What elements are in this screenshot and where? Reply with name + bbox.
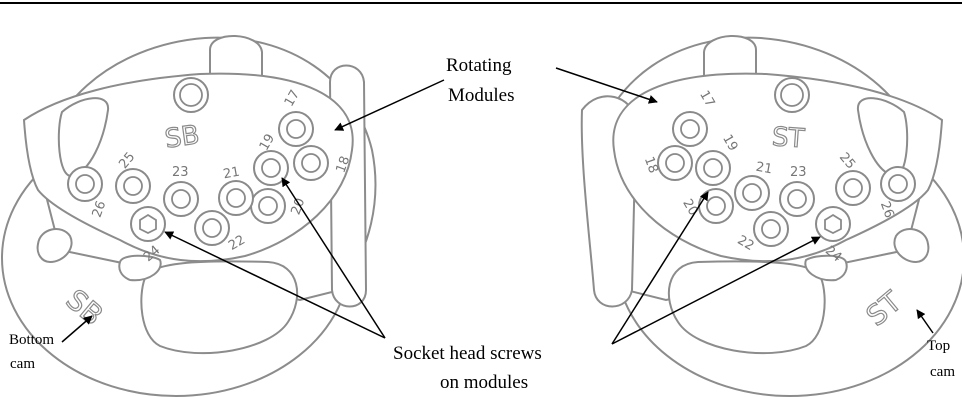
bottom-cam-tab — [209, 35, 263, 81]
bottom-module-engraving: SB — [163, 120, 201, 154]
label-rotating-line2: Modules — [448, 85, 515, 106]
annotations: Rotating Modules Socket head screws on m… — [9, 55, 955, 393]
top-screw-21 — [734, 175, 770, 211]
bottom-screw-21 — [218, 180, 254, 216]
arrow-rotating-left — [334, 79, 445, 131]
bottom-screw-20 — [250, 188, 286, 224]
label-screws-line2: on modules — [440, 372, 528, 393]
arrow-bottom-cam — [61, 315, 93, 343]
top-screw-19 — [695, 150, 731, 186]
top-number-21: 21 — [755, 160, 774, 178]
top-cam-assembly: ST ST 17 18 19 20 21 22 23 24 25 26 — [580, 35, 962, 397]
label-top-line2: cam — [930, 364, 955, 380]
arrow-screws-left-19 — [281, 177, 386, 339]
bottom-module-cutout — [57, 97, 110, 177]
arrow-screws-right-20 — [611, 191, 709, 345]
bottom-screw-18 — [293, 145, 329, 181]
top-screw-20 — [698, 188, 734, 224]
bottom-number-21: 21 — [222, 165, 241, 183]
top-screw-18 — [657, 145, 693, 181]
label-bottom-line2: cam — [10, 356, 35, 372]
top-number-22: 22 — [735, 233, 757, 254]
top-number-19: 19 — [719, 132, 740, 154]
top-screw-17 — [672, 111, 708, 147]
top-module-cutout — [856, 97, 909, 177]
bottom-number-23: 23 — [172, 165, 189, 180]
top-cam-pin-inner — [780, 83, 804, 107]
bottom-screw-19 — [253, 150, 289, 186]
top-number-26: 26 — [877, 199, 897, 220]
bottom-cam-assembly: SB SB 17 18 19 20 21 22 23 24 25 26 — [1, 35, 377, 397]
arrow-screws-left-24 — [164, 231, 386, 339]
label-top-line1: Top — [927, 338, 950, 354]
arrow-top-cam — [916, 309, 934, 334]
bottom-number-18: 18 — [334, 154, 354, 175]
bottom-cam-slot-small — [118, 254, 162, 282]
bottom-number-17: 17 — [282, 88, 303, 110]
top-number-18: 18 — [641, 155, 661, 176]
bottom-cam-pin-inner — [179, 83, 203, 107]
top-cam-hole-right — [893, 228, 930, 264]
bottom-cam-hole-left — [36, 228, 73, 264]
bottom-screw-23 — [163, 181, 199, 217]
top-screw-26 — [880, 166, 916, 202]
bottom-number-22: 22 — [226, 233, 248, 254]
top-screw-25 — [835, 170, 871, 206]
bottom-screw-26 — [67, 166, 103, 202]
top-screw-24 — [815, 206, 851, 242]
arrow-rotating-right — [555, 67, 658, 104]
bottom-number-26: 26 — [90, 199, 110, 220]
top-cam-tab — [703, 35, 757, 81]
arrow-screws-right-24 — [611, 236, 821, 345]
top-module-engraving: ST — [771, 122, 806, 154]
top-number-17: 17 — [696, 88, 717, 110]
label-bottom-line1: Bottom — [9, 332, 54, 348]
top-screw-23 — [779, 181, 815, 217]
bottom-number-19: 19 — [257, 132, 278, 154]
bottom-screw-24 — [130, 206, 166, 242]
bottom-screw-17 — [278, 111, 314, 147]
label-rotating-line1: Rotating — [446, 55, 512, 76]
bottom-screw-22 — [194, 210, 230, 246]
bottom-screw-25 — [115, 168, 151, 204]
top-screw-22 — [753, 211, 789, 247]
label-screws-line1: Socket head screws — [393, 343, 542, 364]
top-number-23: 23 — [790, 165, 807, 180]
top-cam-slot-small — [804, 254, 848, 282]
